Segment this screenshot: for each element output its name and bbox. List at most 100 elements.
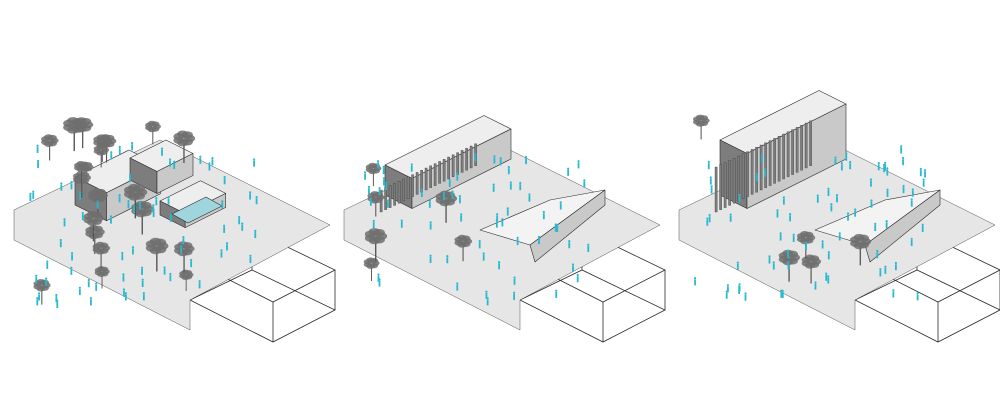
- person-body: [45, 279, 48, 286]
- person-icon: [869, 178, 873, 187]
- person-head: [372, 219, 375, 223]
- person-body: [378, 189, 381, 196]
- person-head: [870, 199, 873, 202]
- person-head: [919, 167, 922, 171]
- person-icon: [571, 263, 575, 272]
- person-icon: [254, 229, 257, 239]
- person-icon: [81, 211, 84, 221]
- person-body: [870, 201, 873, 208]
- person-icon: [710, 185, 713, 194]
- person-body: [46, 262, 49, 269]
- person-head: [220, 249, 223, 252]
- person-icon: [369, 197, 372, 206]
- person-icon: [60, 182, 63, 191]
- person-body: [884, 267, 887, 274]
- facade-fin: [438, 161, 441, 184]
- person-head: [36, 159, 40, 163]
- person-body: [478, 242, 481, 249]
- tree-foliage: [858, 234, 870, 242]
- person-icon: [554, 223, 557, 232]
- person-head: [254, 229, 257, 232]
- person-icon: [501, 218, 504, 227]
- person-body: [768, 257, 771, 264]
- person-head: [492, 183, 495, 186]
- person-head: [238, 216, 241, 219]
- person-body: [180, 247, 183, 254]
- person-head: [729, 213, 732, 216]
- person-icon: [142, 292, 145, 301]
- tree-icon: [93, 144, 110, 168]
- person-icon: [821, 240, 824, 249]
- person-icon: [132, 204, 136, 214]
- person-head: [32, 190, 35, 193]
- person-icon: [378, 186, 381, 196]
- person-body: [727, 286, 729, 293]
- person-icon: [385, 181, 388, 190]
- person-body: [772, 263, 775, 270]
- person-head: [460, 213, 463, 216]
- person-icon: [89, 297, 93, 306]
- person-body: [528, 195, 531, 202]
- person-icon: [901, 156, 905, 166]
- person-head: [921, 223, 924, 226]
- person-head: [127, 200, 130, 203]
- person-body: [221, 202, 224, 209]
- person-icon: [429, 221, 432, 230]
- person-icon: [921, 223, 924, 232]
- person-icon: [29, 192, 32, 202]
- person-icon: [894, 261, 898, 271]
- person-icon: [729, 213, 732, 222]
- person-body: [577, 162, 580, 169]
- person-body: [834, 158, 837, 165]
- person-icon: [448, 178, 451, 188]
- person-icon: [367, 185, 371, 195]
- person-icon: [127, 200, 130, 209]
- person-head: [132, 204, 136, 207]
- person-head: [96, 200, 99, 203]
- tree-foliage: [151, 121, 160, 127]
- person-body: [451, 192, 454, 199]
- person-body: [443, 194, 445, 201]
- person-body: [919, 170, 922, 177]
- person-body: [706, 219, 709, 226]
- person-head: [208, 162, 211, 165]
- person-body: [495, 221, 498, 228]
- tree-icon: [145, 237, 169, 272]
- person-body: [460, 215, 463, 222]
- tree-foliage: [80, 171, 90, 178]
- person-icon: [772, 261, 775, 270]
- person-body: [368, 188, 370, 195]
- facade-fin: [782, 133, 785, 180]
- person-body: [576, 276, 579, 283]
- person-icon: [138, 201, 142, 210]
- panel-level-3: [678, 90, 1000, 343]
- facade-fin: [777, 136, 781, 182]
- person-icon: [225, 242, 229, 251]
- person-icon: [782, 196, 785, 205]
- person-icon: [446, 254, 449, 264]
- person-icon: [32, 190, 35, 199]
- person-head: [109, 215, 113, 218]
- person-head: [155, 196, 158, 200]
- facade-fin: [755, 147, 758, 193]
- person-body: [155, 199, 158, 206]
- facade-fin: [447, 156, 450, 180]
- person-icon: [173, 160, 176, 169]
- person-icon: [168, 158, 172, 167]
- person-head: [772, 261, 775, 264]
- person-icon: [160, 147, 164, 156]
- tree-icon: [363, 257, 380, 282]
- person-head: [744, 292, 747, 295]
- person-head: [736, 261, 739, 264]
- person-body: [249, 193, 252, 200]
- person-head: [846, 212, 850, 215]
- person-head: [787, 261, 790, 264]
- facade-fin: [714, 166, 718, 213]
- person-body: [32, 192, 35, 199]
- tree-icon: [364, 228, 388, 262]
- tree-foliage: [184, 270, 193, 275]
- tree-foliage: [47, 134, 57, 141]
- person-head: [121, 251, 124, 255]
- person-head: [110, 151, 113, 154]
- person-body: [555, 291, 558, 298]
